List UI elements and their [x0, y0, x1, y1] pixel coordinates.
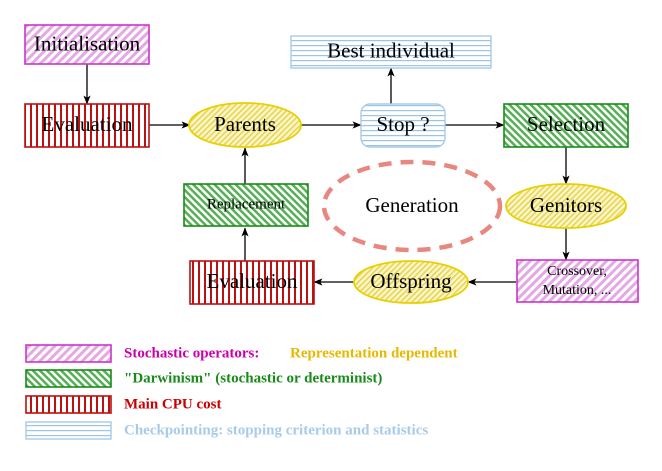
node-evaluation-bottom[interactable]: Evaluation: [189, 260, 315, 305]
legend-item-main-cpu-cost: Main CPU cost: [25, 395, 222, 414]
legend-swatch-green-diagonal: [25, 369, 112, 388]
legend-swatch-magenta-diagonal: [25, 344, 112, 363]
node-evaluation-top[interactable]: Evaluation: [24, 103, 150, 148]
node-selection[interactable]: Selection: [503, 103, 629, 148]
node-initialisation-label: Initialisation: [34, 31, 141, 55]
node-replacement-label: Replacement: [207, 196, 286, 212]
node-selection-label: Selection: [527, 112, 606, 136]
legend-label-main-cpu-cost: Main CPU cost: [124, 396, 222, 412]
node-crossover-label-line2: Mutation, ...: [543, 283, 612, 298]
node-generation-label: Generation: [365, 193, 459, 217]
node-best-individual-label: Best individual: [327, 38, 455, 62]
node-crossover-mutation[interactable]: Crossover, Mutation, ...: [516, 259, 639, 303]
node-initialisation[interactable]: Initialisation: [24, 24, 150, 65]
node-stop-label: Stop ?: [376, 112, 429, 136]
node-parents-label: Parents: [214, 112, 276, 136]
node-offspring-label: Offspring: [370, 269, 452, 293]
node-replacement[interactable]: Replacement: [183, 183, 309, 227]
node-best-individual[interactable]: Best individual: [290, 35, 492, 69]
legend-item-darwinism: "Darwinism" (stochastic or determinist): [25, 369, 382, 388]
node-genitors[interactable]: Genitors: [505, 183, 627, 229]
legend-label-representation-dependent: Representation dependent: [290, 345, 458, 361]
node-generation: Generation: [321, 159, 503, 253]
node-offspring[interactable]: Offspring: [353, 260, 469, 304]
node-stop[interactable]: Stop ?: [360, 103, 446, 148]
legend-label-checkpointing: Checkpointing: stopping criterion and st…: [124, 422, 428, 438]
legend-label-stochastic-operators: Stochastic operators:: [124, 345, 259, 361]
node-genitors-label: Genitors: [530, 193, 602, 217]
node-evaluation-top-label: Evaluation: [42, 112, 133, 136]
legend-item-checkpointing: Checkpointing: stopping criterion and st…: [25, 421, 428, 440]
legend: Stochastic operators: Representation dep…: [25, 344, 458, 440]
legend-item-stochastic-operators: Stochastic operators: Representation dep…: [25, 344, 458, 363]
node-evaluation-bottom-label: Evaluation: [207, 269, 298, 293]
legend-swatch-red-vertical: [25, 395, 112, 414]
legend-label-darwinism: "Darwinism" (stochastic or determinist): [124, 370, 382, 386]
node-crossover-label-line1: Crossover,: [547, 264, 607, 279]
legend-swatch-blue-horizontal: [25, 421, 112, 440]
node-parents[interactable]: Parents: [188, 102, 302, 148]
edge-layer: [83, 64, 570, 286]
